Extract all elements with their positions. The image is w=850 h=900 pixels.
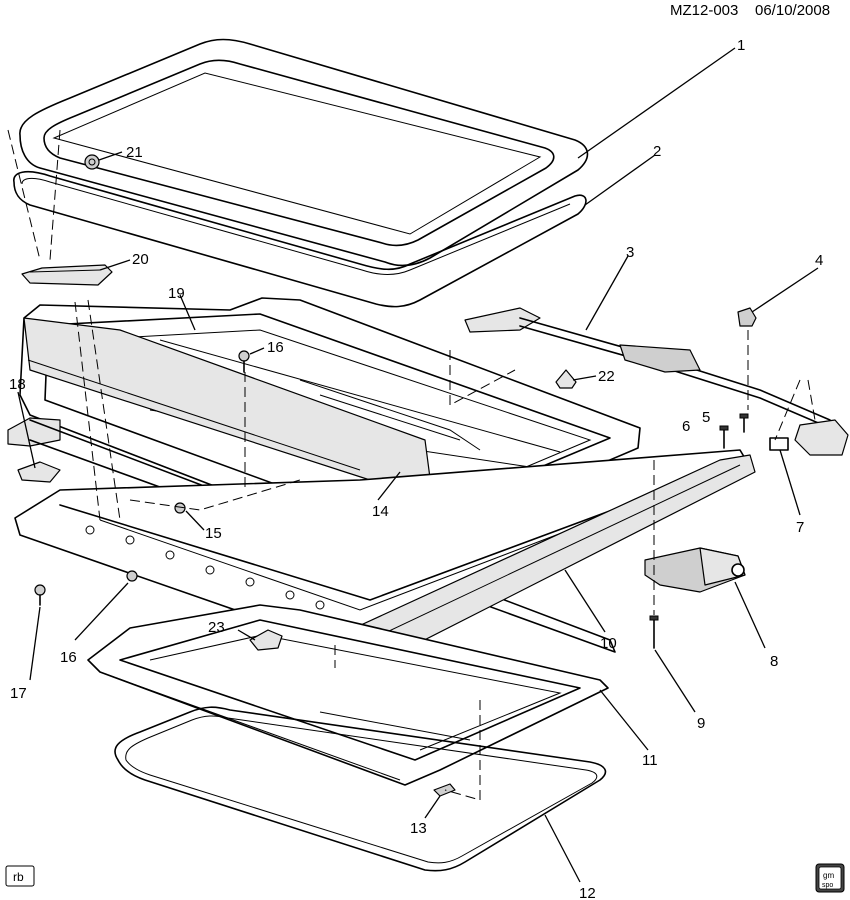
glass-seal xyxy=(13,170,587,308)
callout-17: 17 xyxy=(10,685,27,702)
gm-spo-logo: gm spo xyxy=(815,863,845,893)
callout-15: 15 xyxy=(205,525,222,542)
nut-21 xyxy=(84,154,100,170)
callout-11: 11 xyxy=(642,752,658,769)
callout-18: 18 xyxy=(9,376,26,393)
callouts: 1 2 3 4 5 6 7 8 9 10 11 12 13 14 15 16 1… xyxy=(9,37,823,900)
bolt-16-lower xyxy=(126,570,138,582)
callout-16-upper: 16 xyxy=(267,339,284,356)
bolt-16-upper xyxy=(238,350,250,373)
callout-23: 23 xyxy=(208,619,225,636)
callout-10: 10 xyxy=(600,635,617,652)
callout-12: 12 xyxy=(579,885,596,900)
logo-text-spo: spo xyxy=(822,882,833,889)
callout-6: 6 xyxy=(682,418,690,435)
callout-14: 14 xyxy=(372,503,389,520)
bracket-23 xyxy=(249,629,283,651)
callout-20: 20 xyxy=(132,251,149,268)
callout-7: 7 xyxy=(796,519,804,536)
push-nut-22 xyxy=(555,369,577,389)
screw-17 xyxy=(34,584,46,606)
callout-22: 22 xyxy=(598,368,615,385)
screw-6 xyxy=(719,425,729,449)
leader-lines xyxy=(17,47,819,883)
bolt-15 xyxy=(174,502,186,514)
callout-13: 13 xyxy=(410,820,427,837)
callout-4: 4 xyxy=(815,252,823,269)
callout-8: 8 xyxy=(770,653,778,670)
callout-5: 5 xyxy=(702,409,710,426)
callout-16-lower: 16 xyxy=(60,649,77,666)
glass-panel xyxy=(19,38,589,267)
clip-13 xyxy=(433,783,456,797)
sunroof-frame-11 xyxy=(87,604,609,786)
lower-seal-12 xyxy=(114,706,607,872)
callout-9: 9 xyxy=(697,715,705,732)
author-tag-text: rb xyxy=(13,870,24,884)
callout-19: 19 xyxy=(168,285,185,302)
alignment-lines xyxy=(7,129,816,801)
logo-text-gm: gm xyxy=(823,871,834,880)
doc-code: MZ12-003 xyxy=(670,2,738,19)
screw-9 xyxy=(649,615,659,649)
drive-cable-3 xyxy=(464,307,849,456)
author-tag: rb xyxy=(5,865,35,887)
callout-21: 21 xyxy=(126,144,143,161)
doc-date: 06/10/2008 xyxy=(755,2,830,19)
callout-3: 3 xyxy=(626,244,634,261)
callout-1: 1 xyxy=(737,37,745,54)
callout-2: 2 xyxy=(653,143,661,160)
screw-5 xyxy=(739,413,749,433)
bracket-20 xyxy=(21,264,113,286)
clip-4 xyxy=(737,307,757,327)
motor-8 xyxy=(644,547,746,593)
